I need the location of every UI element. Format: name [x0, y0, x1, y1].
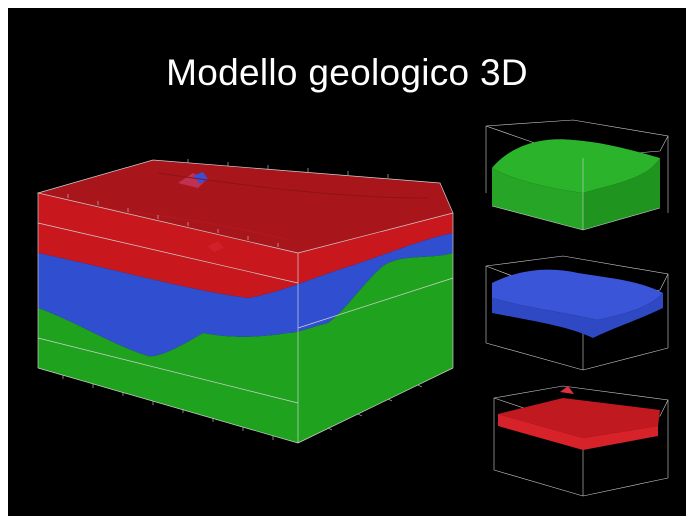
blue-layer-top [492, 269, 663, 320]
red-layer-peak [560, 386, 574, 394]
red-layer-model [493, 385, 669, 497]
main-top-surface [38, 160, 453, 253]
main-top-bump [208, 241, 224, 252]
green-layer-top [492, 139, 660, 193]
slide-title: Modello geologico 3D [166, 52, 528, 93]
red-layer-front [498, 414, 658, 450]
main-front-blue-layer [38, 233, 453, 357]
main-bounding-box [36, 159, 454, 444]
green-layer-front-left [492, 168, 583, 230]
green-layer-front-right [583, 158, 660, 230]
blue-layer-model [485, 255, 669, 371]
red-layer-top [498, 398, 660, 438]
main-axis-ticks [62, 159, 423, 440]
main-3d-model [36, 159, 454, 444]
slide: Modello geologico 3D [8, 8, 686, 516]
green-layer-model [485, 119, 669, 231]
blue-layer-front [492, 293, 663, 338]
model-illustrations [36, 119, 669, 497]
main-front-green-layer [38, 253, 453, 443]
main-top-peak-blue [193, 172, 208, 184]
main-front-red-layer [38, 193, 453, 298]
